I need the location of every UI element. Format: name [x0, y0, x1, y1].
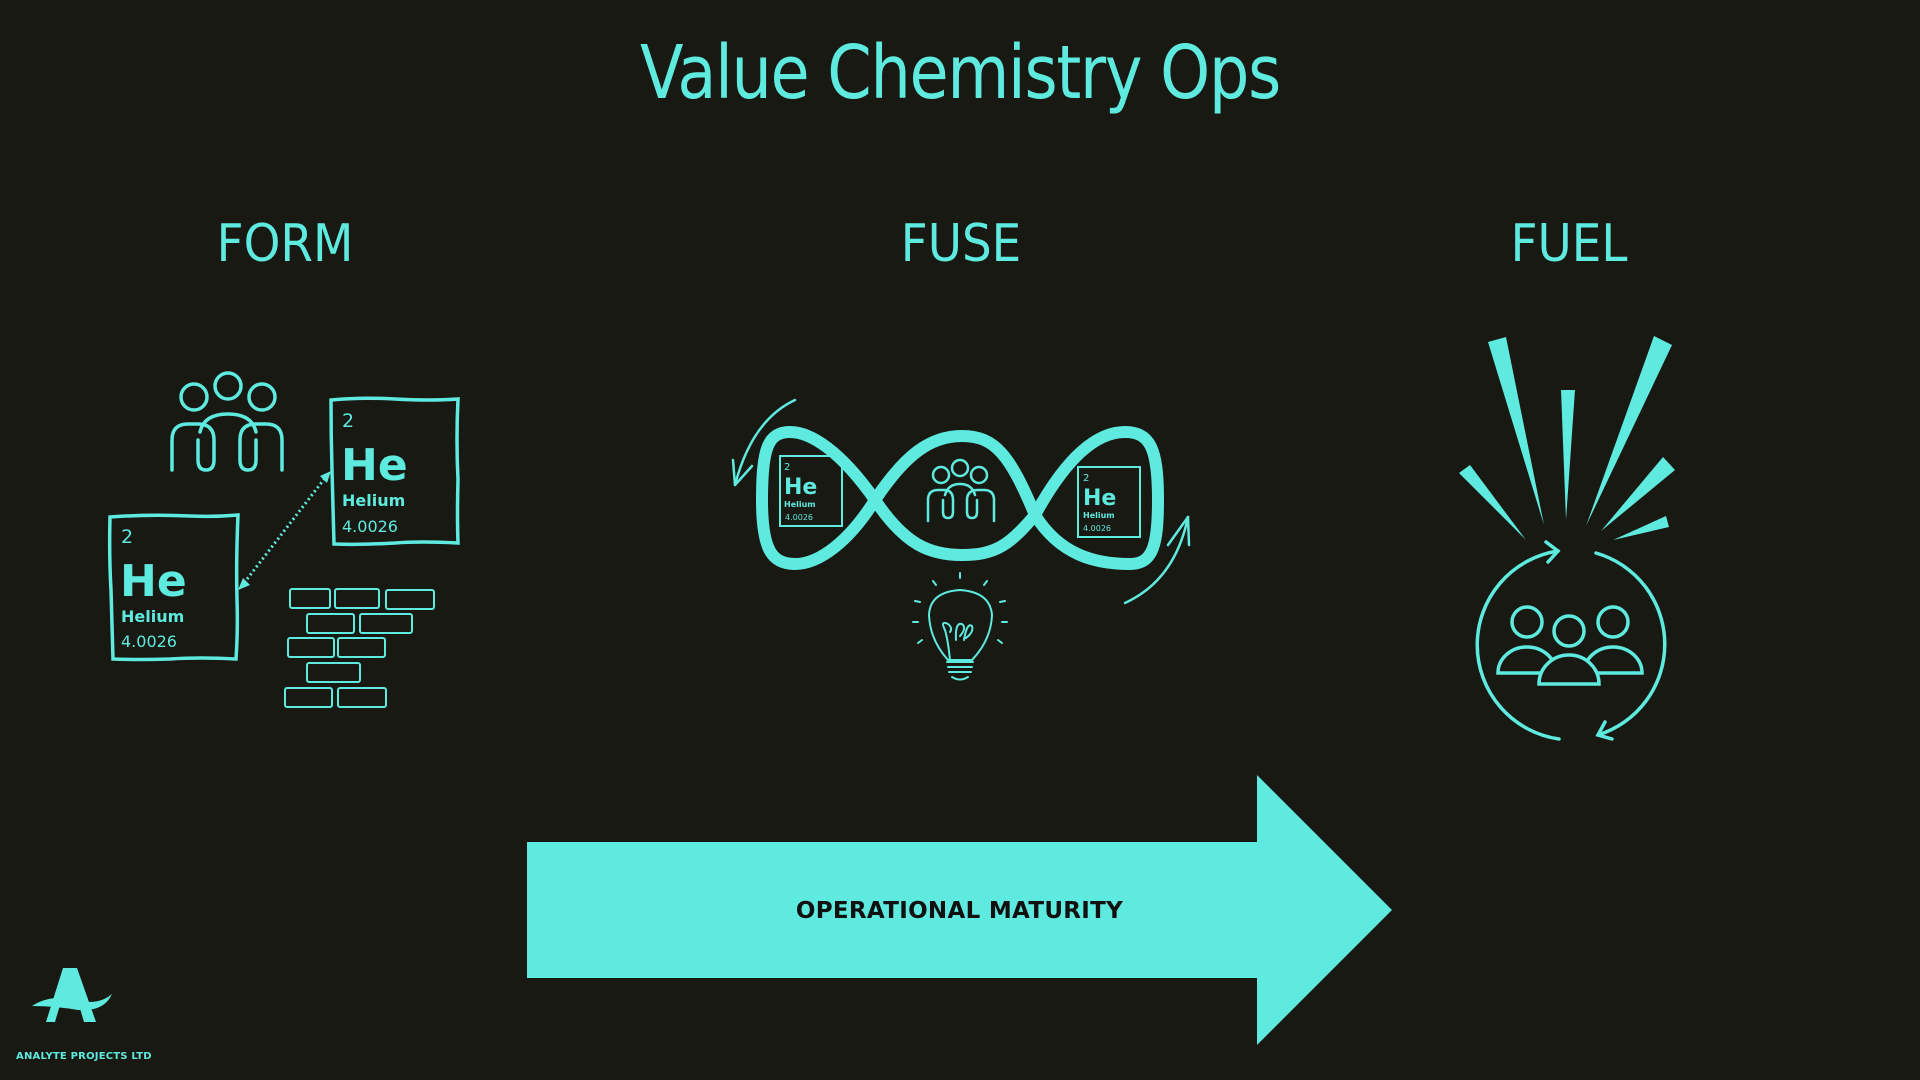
svg-text:2: 2: [121, 526, 133, 548]
fuse-helium-card-right-icon: 2 He Helium 4.0026: [1077, 466, 1141, 538]
svg-text:4.0026: 4.0026: [121, 632, 177, 651]
svg-text:4.0026: 4.0026: [1083, 524, 1111, 533]
company-name: ANALYTE PROJECTS LTD: [16, 1051, 152, 1062]
fuel-circular-arrows-icon: [1475, 540, 1667, 741]
svg-text:2: 2: [342, 410, 354, 432]
svg-text:He: He: [1083, 486, 1116, 511]
svg-text:Helium: Helium: [342, 491, 405, 510]
svg-text:He: He: [784, 475, 817, 500]
form-helium-card-left-icon: 2 He Helium 4.0026: [107, 513, 240, 662]
lightbulb-icon: [912, 572, 1008, 681]
svg-text:Helium: Helium: [121, 607, 184, 626]
svg-text:He: He: [120, 556, 187, 607]
svg-text:Helium: Helium: [1083, 511, 1115, 520]
form-helium-card-right-icon: 2 He Helium 4.0026: [329, 396, 460, 547]
svg-text:Helium: Helium: [784, 500, 816, 509]
svg-text:2: 2: [1083, 473, 1089, 484]
fuse-people-group-icon: [926, 458, 996, 523]
fuse-cycle-arrow-left-icon: [731, 398, 797, 487]
operational-maturity-arrow: [527, 775, 1392, 1045]
svg-text:4.0026: 4.0026: [342, 517, 398, 536]
brick-wall-icon: [284, 588, 435, 708]
fuel-people-group-icon: [1496, 605, 1644, 686]
form-people-group-icon: [170, 371, 284, 472]
fuse-infinity-loop-icon: [756, 426, 1164, 570]
operational-maturity-label: OPERATIONAL MATURITY: [795, 898, 1124, 924]
svg-text:4.0026: 4.0026: [785, 513, 813, 522]
fuel-burst-rays-icon: [1459, 336, 1675, 540]
page-title: Value Chemistry Ops: [640, 30, 1281, 116]
svg-text:He: He: [341, 440, 408, 491]
fuse-helium-card-left-icon: 2 He Helium 4.0026: [779, 455, 843, 527]
stage-label-fuel: FUEL: [1510, 214, 1628, 274]
dotted-double-arrow-icon: [238, 471, 331, 590]
fuse-cycle-arrow-right-icon: [1123, 515, 1191, 605]
analyte-logo-icon: [32, 968, 112, 1022]
svg-text:2: 2: [784, 462, 790, 473]
stage-label-form: FORM: [216, 214, 354, 274]
stage-label-fuse: FUSE: [900, 214, 1022, 274]
